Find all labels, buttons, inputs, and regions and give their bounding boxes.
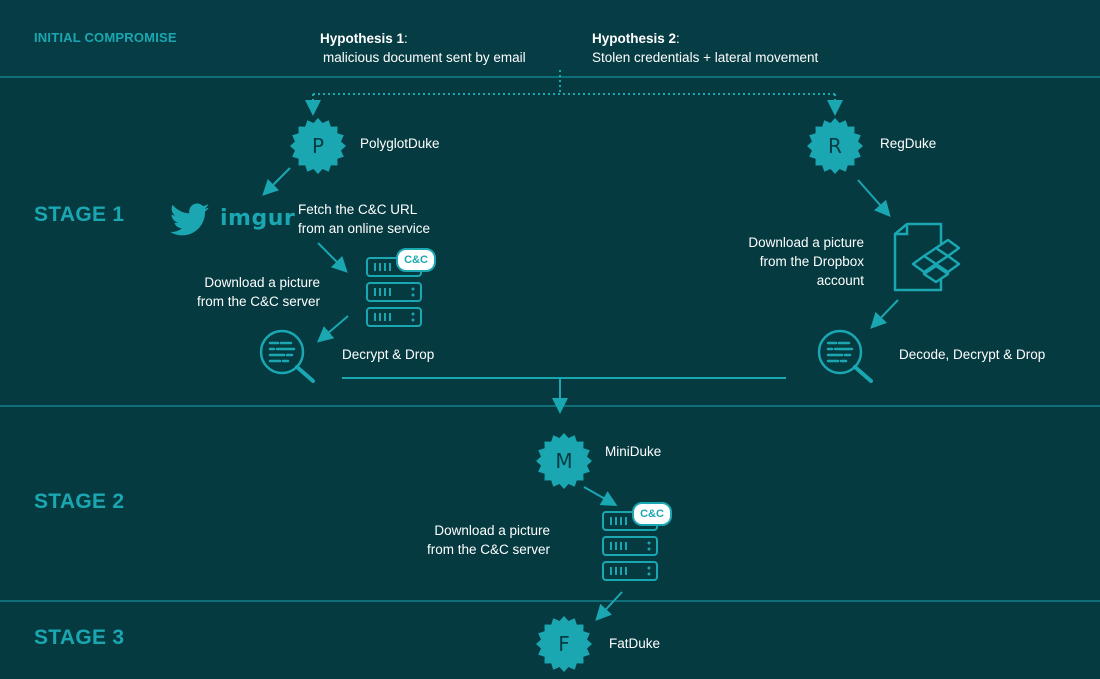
hypothesis-1-title: Hypothesis 1 (320, 31, 405, 46)
badge-icon (536, 433, 592, 489)
dropbox-line-3: account (816, 273, 864, 288)
hypothesis-2: Hypothesis 2: Stolen credentials + later… (592, 31, 819, 65)
server-stack-icon (366, 257, 422, 327)
hypothesis-1-text: malicious document sent by email (323, 50, 526, 65)
magnifier-document-icon (817, 329, 873, 383)
initial-compromise-label: INITIAL COMPROMISE (34, 30, 177, 45)
cc-badge: C&C (632, 502, 672, 526)
divider-header (0, 76, 1100, 78)
fetch-line-1: Fetch the C&C URL (298, 202, 418, 217)
decode-decrypt-drop-text: Decode, Decrypt & Drop (899, 347, 1046, 362)
download-line-2: from the C&C server (426, 542, 550, 557)
node-letter: R (828, 134, 842, 158)
node-name-regduke: RegDuke (880, 136, 937, 151)
dropbox-line-2: from the Dropbox (759, 254, 864, 269)
stage-2-label: STAGE 2 (34, 490, 125, 513)
node-name-polyglotduke: PolyglotDuke (360, 136, 440, 151)
hypothesis-2-text: Stolen credentials + lateral movement (592, 50, 819, 65)
badge-icon (290, 118, 346, 174)
dropbox-file-icon (893, 222, 961, 292)
hypothesis-2-title: Hypothesis 2 (592, 31, 677, 46)
magnifier-document-icon (259, 329, 315, 383)
twitter-icon (170, 203, 210, 236)
node-regduke: R (806, 117, 864, 175)
decrypt-drop-text: Decrypt & Drop (342, 347, 435, 362)
badge-icon (536, 616, 592, 672)
node-polyglotduke: P (289, 117, 347, 175)
node-name-miniduke: MiniDuke (605, 444, 662, 459)
download-line-1: Download a picture (204, 275, 320, 290)
node-letter: P (311, 134, 325, 158)
download-line-2: from the C&C server (196, 294, 320, 309)
divider-stage2 (0, 600, 1100, 602)
header-band (0, 0, 1100, 76)
stage-1-label: STAGE 1 (34, 203, 125, 226)
fetch-line-2: from an online service (298, 221, 431, 236)
node-letter: M (555, 449, 573, 473)
node-miniduke: M (535, 432, 593, 490)
server-icon: C&C (602, 502, 674, 586)
node-letter: F (558, 632, 570, 656)
node-fatduke: F (535, 615, 593, 673)
download-cc-text: Download a picture from the C&C server (170, 273, 320, 311)
dropbox-line-1: Download a picture (748, 235, 864, 250)
cc-badge: C&C (396, 248, 436, 272)
imgur-logo: imgur (220, 206, 296, 231)
download-cc-stage2-text: Download a picture from the C&C server (400, 521, 550, 559)
badge-icon (807, 118, 863, 174)
fetch-cc-url-text: Fetch the C&C URL from an online service (298, 200, 430, 238)
hypothesis-1: Hypothesis 1: malicious document sent by… (320, 31, 526, 65)
download-line-1: Download a picture (434, 523, 550, 538)
download-dropbox-text: Download a picture from the Dropbox acco… (704, 233, 864, 290)
stage-3-label: STAGE 3 (34, 626, 125, 649)
server-icon: C&C (366, 248, 438, 332)
divider-stage1 (0, 405, 1100, 407)
node-name-fatduke: FatDuke (609, 636, 661, 651)
